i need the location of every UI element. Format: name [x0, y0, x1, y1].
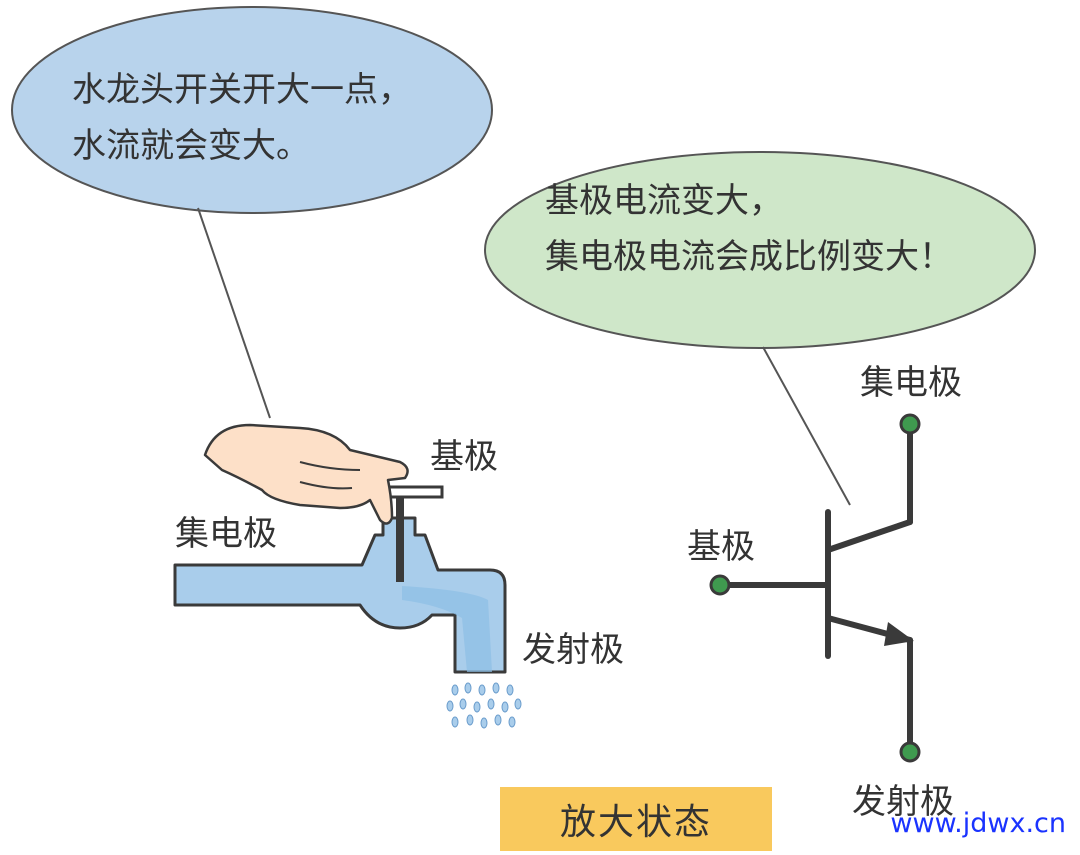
hand-icon — [203, 423, 409, 525]
emitter-arrow-icon — [884, 622, 914, 646]
transistor-collector-label: 集电极 — [860, 363, 962, 403]
collector-terminal — [899, 413, 921, 435]
water-drops-icon — [446, 682, 522, 729]
emitter-terminal — [899, 741, 921, 763]
transistor-symbol-icon — [717, 421, 913, 755]
bubble-left-line2: 水流就会变大。 — [72, 126, 310, 166]
state-label: 放大状态 — [559, 802, 712, 843]
bubble-left-line1: 水龙头开关开大一点， — [72, 70, 412, 110]
state-label-box: 放大状态 — [500, 787, 772, 851]
transistor-emitter-label: 发射极 — [852, 782, 954, 822]
transistor-base-label: 基极 — [687, 527, 755, 567]
bubble-right-line1: 基极电流变大， — [545, 181, 783, 221]
faucet-base-label: 基极 — [430, 437, 498, 477]
bubble-left-text: 水龙头开关开大一点， 水流就会变大。 — [72, 62, 412, 174]
bubble-right-line2: 集电极电流会成比例变大！ — [545, 237, 953, 277]
bubble-right — [484, 151, 1036, 506]
bubble-left — [11, 6, 493, 419]
faucet-collector-label: 集电极 — [175, 514, 277, 554]
base-terminal — [709, 574, 731, 596]
faucet-emitter-label: 发射极 — [522, 630, 624, 670]
watermark: www.jdwx.cn — [890, 808, 1066, 839]
bubble-right-text: 基极电流变大， 集电极电流会成比例变大！ — [545, 173, 953, 285]
